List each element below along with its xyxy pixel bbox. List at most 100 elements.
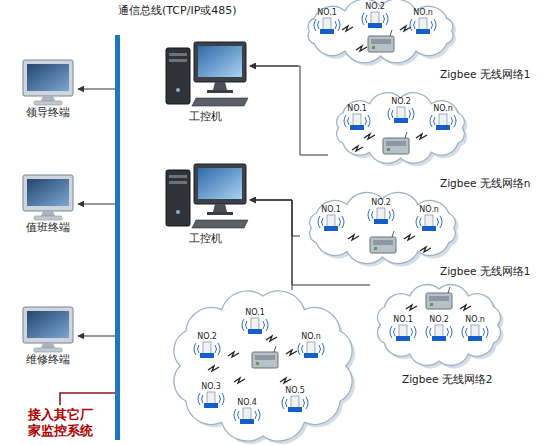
sensor-icon [432,336,446,341]
monitor-icon [34,216,62,220]
sensor-icon [399,325,407,337]
computer-icon [169,175,187,178]
cloud-shape [228,352,239,357]
sensor-icon [471,325,479,337]
cloud-shape [352,146,363,151]
sensor-node: NO.1 [240,308,270,336]
cloud-shape [420,247,431,252]
sensor-icon [392,209,394,221]
sensor-id: NO.2 [424,315,454,324]
sensor-icon [447,328,449,336]
sensor-icon [324,226,338,231]
cloud-shape [372,46,375,49]
sensor-id: NO.1 [316,205,346,214]
cloud-shape [364,134,375,139]
computer-icon [192,98,248,106]
sensor-icon [408,17,438,36]
sensor-icon [296,341,326,360]
sensor-icon [219,395,221,403]
sensor-id: NO.3 [196,382,226,391]
computer-icon [176,88,180,92]
zigbee-network-cloud: Zigbee 无线网络nNO.1NO.2NO.n [328,92,535,190]
computer-icon [169,181,187,184]
sensor-icon [234,409,236,421]
sensor-icon [348,117,350,125]
network-label: Zigbee 无线网络1 [440,265,530,277]
sensor-icon [422,226,436,231]
data-link-arrow [250,200,300,236]
sensor-icon [282,397,284,409]
zigbee-network-cloud: Zigbee 无线网络2NO.1NO.2NO.n [370,283,510,387]
monitor-icon [18,58,78,106]
sensor-id: NO.2 [386,97,416,106]
sensor-icon [240,419,254,424]
sensor-icon [323,18,331,30]
cloud-shape [416,134,427,139]
sensor-icon [462,326,464,338]
sensor-node: NO.4 [232,398,262,426]
sensor-icon [204,403,218,408]
sensor-icon [372,211,374,219]
sensor-icon [338,19,340,31]
sensor-icon [434,19,436,31]
monitor-icon [41,343,55,348]
sensor-icon [302,345,304,353]
sensor-icon [243,408,251,420]
sensor-node: NO.1 [316,205,346,233]
cloud-shape [404,235,415,240]
sensor-icon [339,218,341,226]
sensor-icon [394,328,396,336]
sensor-icon [425,215,433,227]
cloud-shape [168,290,362,445]
sensor-icon [327,215,335,227]
data-link-arrow [78,89,115,90]
cloud-shape [383,132,409,154]
sensor-icon [307,342,315,354]
sensor-icon [450,326,452,338]
sensor-icon [371,12,379,24]
sensor-node: NO.n [460,315,490,343]
sensor-icon [388,108,390,120]
computer-icon [176,210,180,214]
cloud-shape [387,148,390,151]
sensor-icon [419,18,427,30]
sensor-icon [390,326,392,338]
sensor-icon [306,397,308,409]
cloud-shape [426,293,452,309]
sensor-id: NO.n [460,315,490,324]
sensor-id: NO.5 [280,386,310,395]
cloud-shape [460,305,471,310]
sensor-icon [394,118,408,123]
cloud-shape [280,378,291,383]
sensor-icon [318,216,320,228]
monitor-icon [18,173,78,221]
pc-label: 工控机 [160,233,250,246]
cloud-shape [266,336,277,341]
zigbee-network-cloud: Zigbee 无线网络1NO.1NO.2NO.n [300,193,535,279]
sensor-icon [280,395,310,414]
monitor-icon [23,175,73,211]
data-link-arrow [78,204,115,205]
sensor-id: NO.1 [240,308,270,317]
sensor-icon [246,321,248,329]
monitor-icon [18,305,78,353]
sensor-icon [215,345,217,353]
computer-icon [166,48,190,104]
sensor-icon [192,341,222,360]
sensor-icon [218,343,220,355]
cloud-shape [406,305,417,310]
cloud-shape [373,240,393,245]
sensor-icon [322,343,324,355]
sensor-id: NO.2 [192,332,222,341]
computer-icon [192,220,248,228]
cloud-shape [430,303,433,306]
sensor-icon [414,214,444,233]
sensor-icon [314,19,316,31]
sensor-icon [411,328,413,336]
sensor-icon [266,319,268,331]
cloud-shape [208,366,219,371]
industrial-pc: 工控机 [160,38,250,126]
sensor-icon [240,317,270,336]
sensor-node: NO.n [414,205,444,233]
terminal-label: 维修终端 [18,354,78,367]
